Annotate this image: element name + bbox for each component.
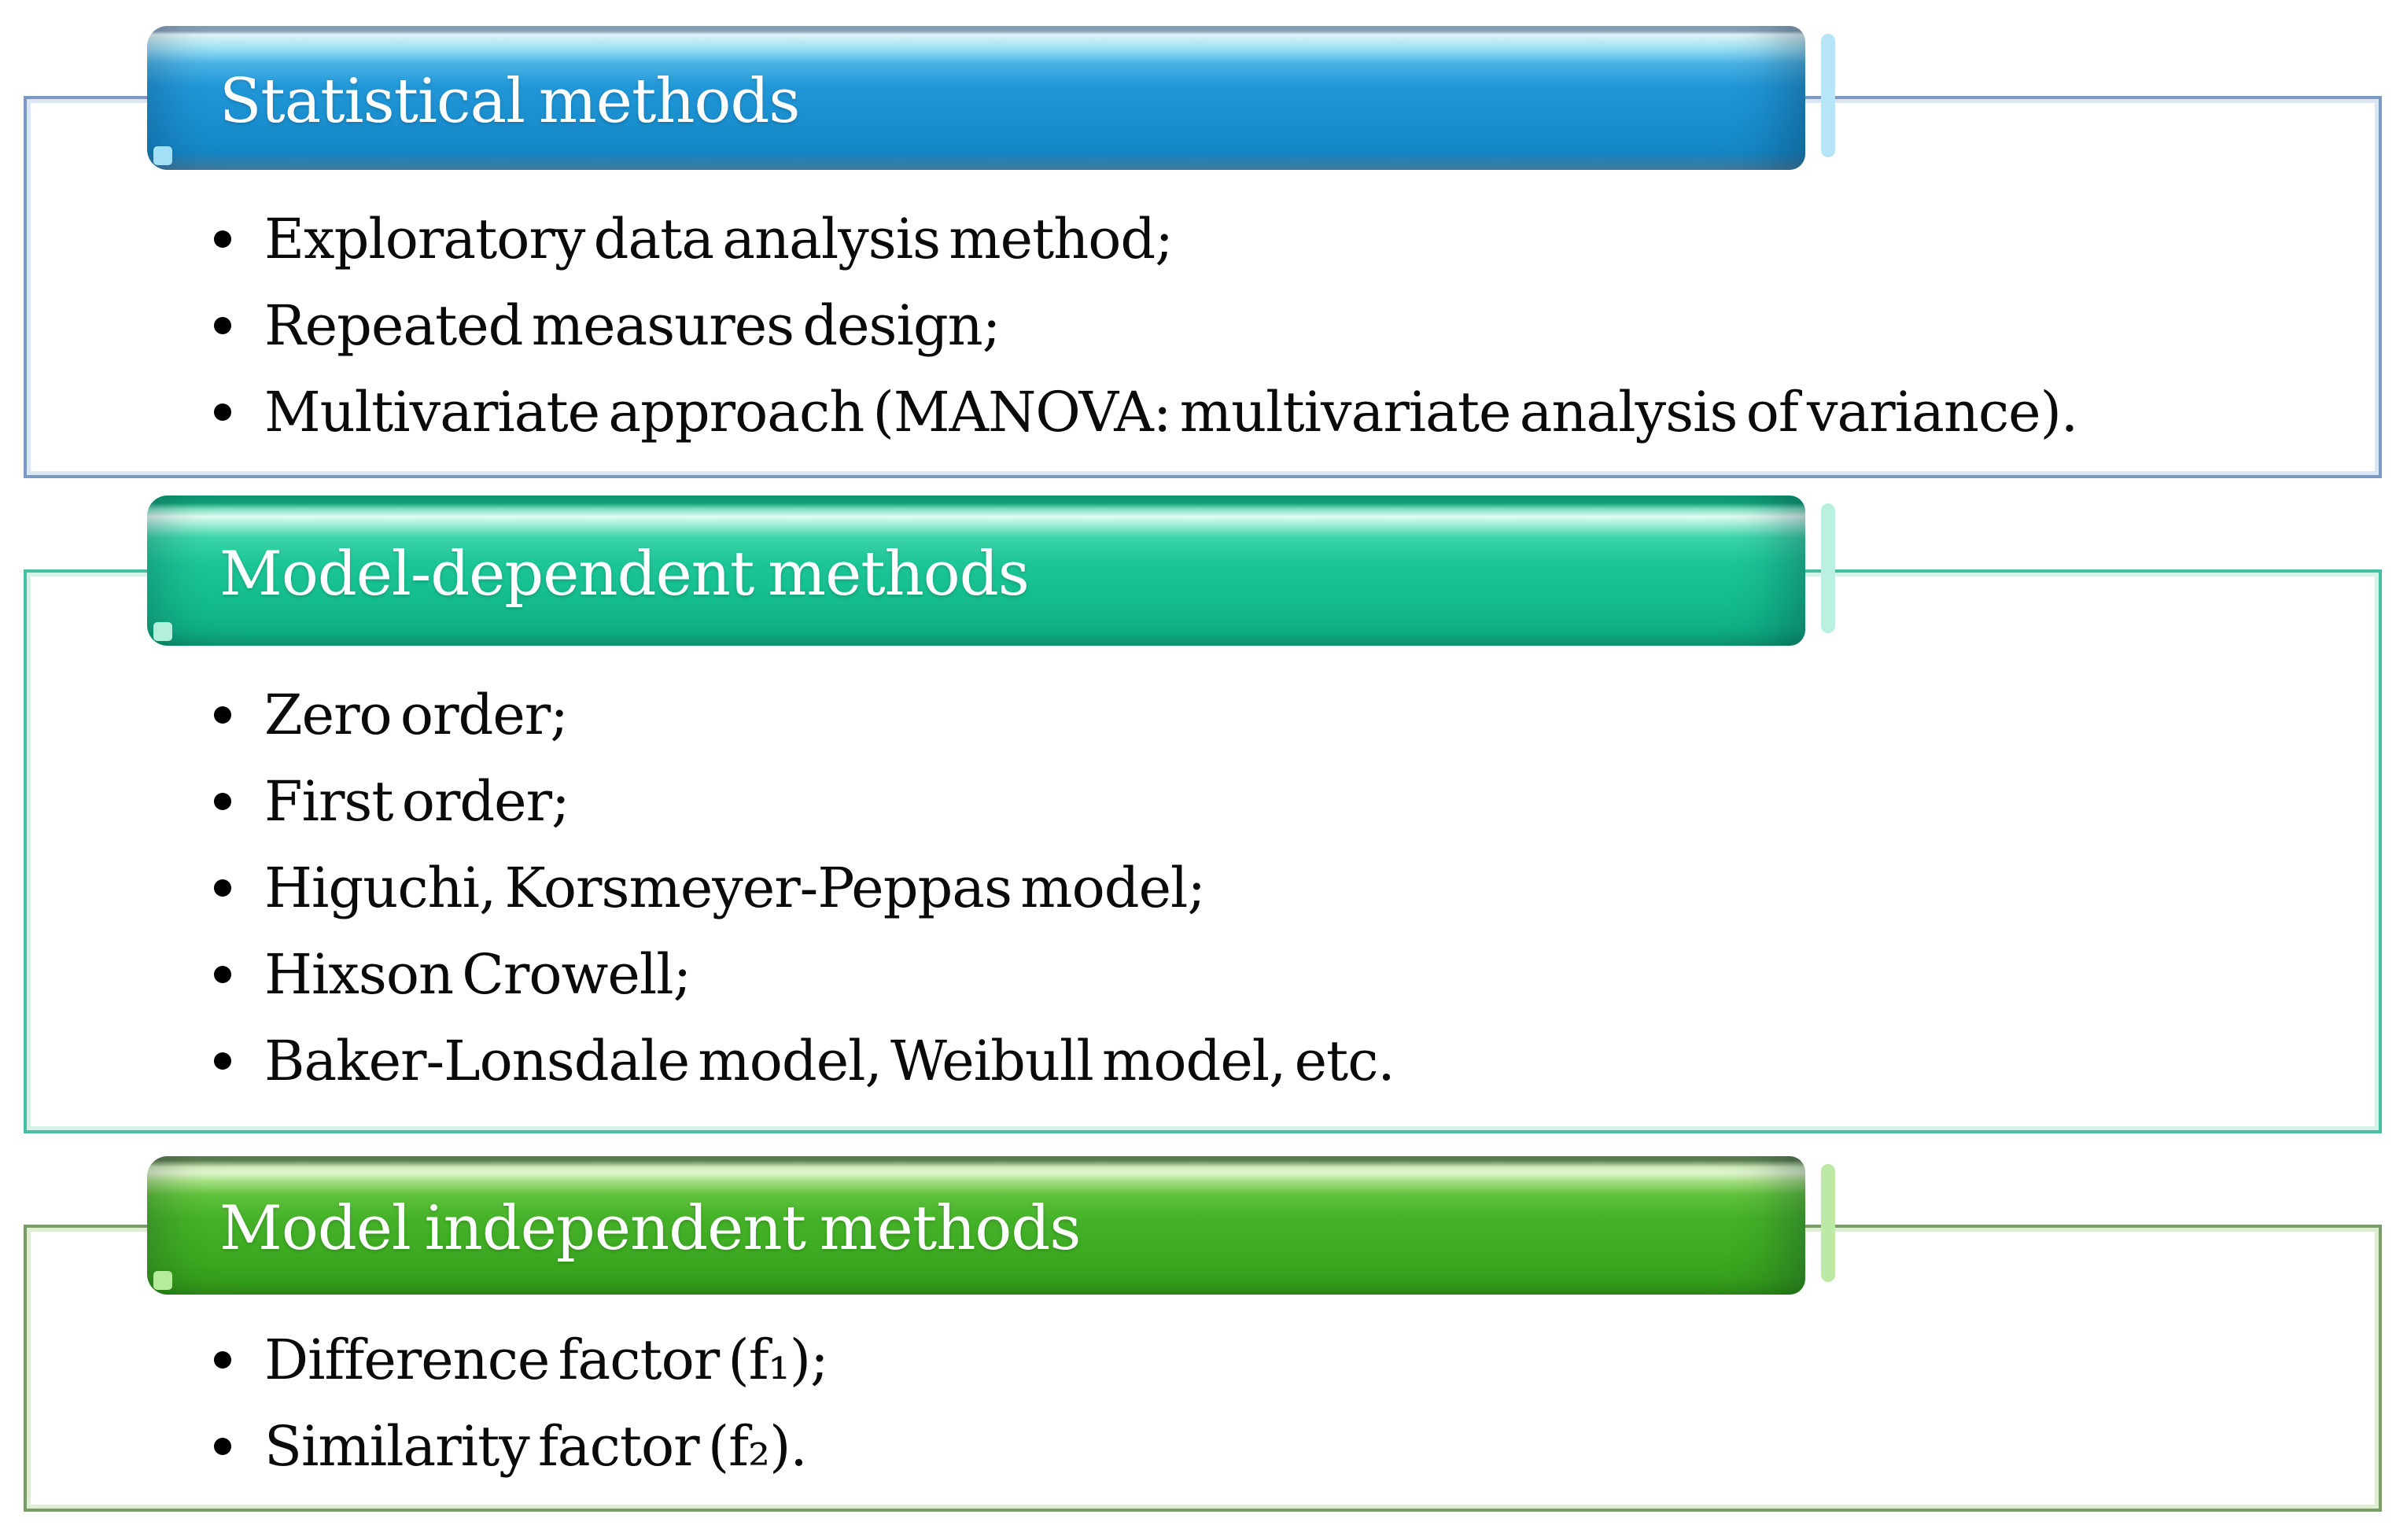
bullet-item: Similarity factor (f₂). [214, 1403, 828, 1490]
bullet-dot-icon [214, 1438, 231, 1455]
bullet-dot-icon [214, 1351, 231, 1369]
bullet-item: Zero order; [214, 672, 1395, 758]
header-cap-strip [1821, 503, 1835, 633]
bullet-text: Higuchi, Korsmeyer-Peppas model; [264, 856, 1206, 920]
bullet-text: Difference factor (f₁); [264, 1328, 829, 1392]
bullet-text: Multivariate approach (MANOVA: multivari… [264, 380, 2078, 444]
bullet-item: Baker-Lonsdale model, Weibull model, etc… [214, 1018, 1395, 1104]
header-title: Model independent methods [219, 1193, 1081, 1264]
bullet-dot-icon [214, 317, 231, 334]
bullet-text: Repeated measures design; [264, 293, 1001, 358]
bullet-dot-icon [214, 230, 231, 248]
header-title: Statistical methods [219, 65, 800, 137]
model-dependent-methods-header: Model-dependent methods [147, 496, 1835, 646]
bullet-item: Exploratory data analysis method; [214, 196, 2077, 282]
header-cap-strip [1821, 1164, 1835, 1282]
bullet-dot-icon [214, 793, 231, 810]
bullet-list: Zero order; First order; Higuchi, Korsme… [214, 672, 1395, 1104]
bullet-list: Difference factor (f₁); Similarity facto… [214, 1317, 829, 1490]
model-independent-methods-header: Model independent methods [147, 1156, 1835, 1295]
bullet-dot-icon [214, 403, 231, 421]
header-notch [153, 622, 172, 641]
bullet-dot-icon [214, 1052, 231, 1070]
bullet-dot-icon [214, 966, 231, 983]
bullet-text: Exploratory data analysis method; [264, 207, 1174, 271]
bullet-dot-icon [214, 879, 231, 897]
bullet-item: Multivariate approach (MANOVA: multivari… [214, 369, 2078, 455]
bullet-item: Repeated measures design; [214, 282, 2077, 369]
bullet-text: First order; [264, 769, 570, 834]
bullet-text: Zero order; [264, 683, 569, 747]
bullet-text: Baker-Lonsdale model, Weibull model, etc… [264, 1029, 1395, 1093]
bullet-dot-icon [214, 706, 231, 724]
bullet-item: First order; [214, 758, 1395, 845]
statistical-methods-header: Statistical methods [147, 26, 1835, 170]
bullet-text: Hixson Crowell; [264, 942, 691, 1007]
bullet-list: Exploratory data analysis method; Repeat… [214, 196, 2078, 455]
bullet-item: Difference factor (f₁); [214, 1317, 829, 1403]
model-dependent-methods-panel: Zero order; First order; Higuchi, Korsme… [24, 569, 2382, 1133]
bullet-item: Hixson Crowell; [214, 931, 1395, 1018]
header-notch [153, 1271, 172, 1290]
header-cap-strip [1821, 34, 1835, 157]
bullet-text: Similarity factor (f₂). [264, 1414, 808, 1479]
header-notch [153, 146, 172, 165]
bullet-item: Higuchi, Korsmeyer-Peppas model; [214, 845, 1395, 931]
header-title: Model-dependent methods [219, 538, 1030, 610]
